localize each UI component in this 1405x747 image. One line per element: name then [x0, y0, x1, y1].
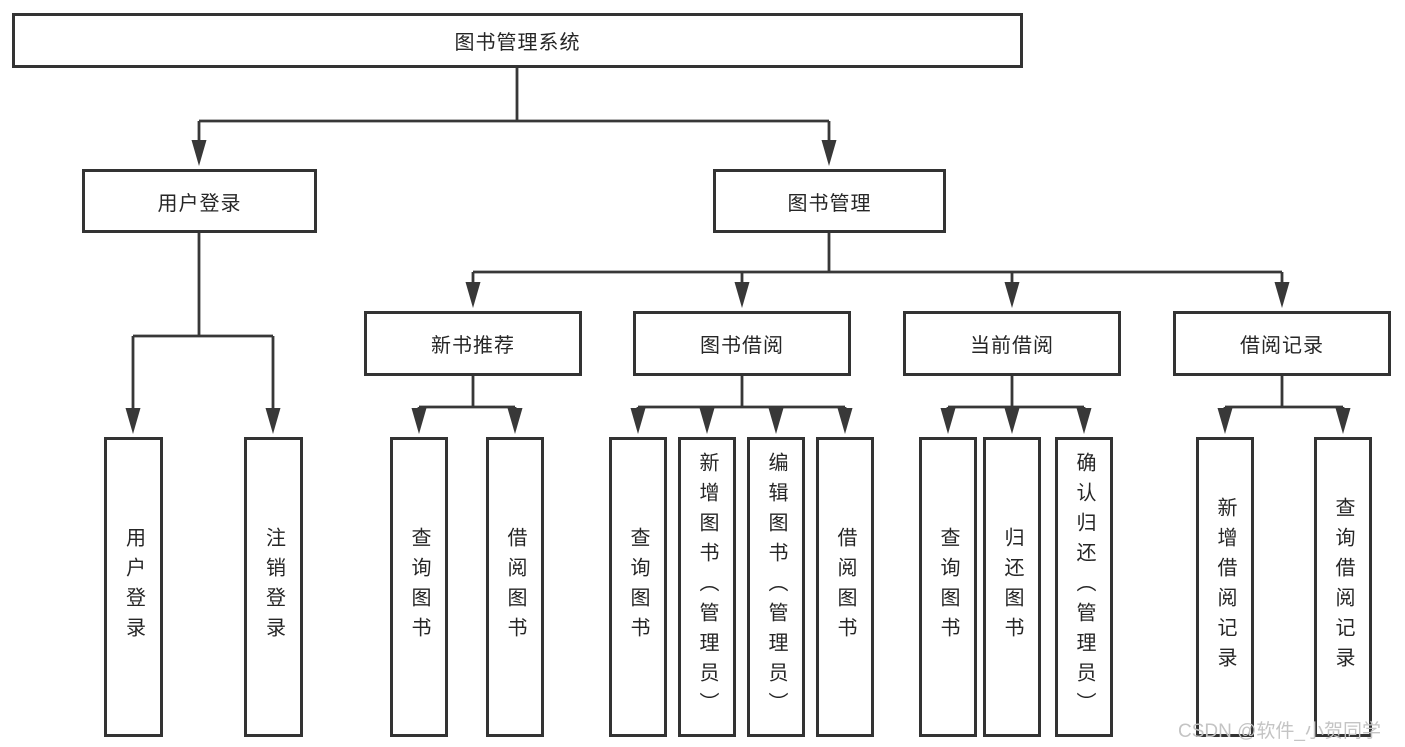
- node-borrow-records: 借阅记录: [1173, 311, 1391, 376]
- node-label: 借阅图书: [504, 527, 526, 647]
- leaf-add-book-admin: 新增图书（管理员）: [678, 437, 736, 737]
- node-label: 查询图书: [408, 527, 430, 647]
- csdn-watermark: CSDN @软件_小贺同学: [1178, 721, 1381, 742]
- leaf-return-book: 归还图书: [983, 437, 1041, 737]
- leaf-confirm-return-admin: 确认归还（管理员）: [1055, 437, 1113, 737]
- node-label: 图书管理系统: [454, 32, 581, 54]
- node-label: 归还图书: [1001, 527, 1023, 647]
- leaf-borrow-books-2: 借阅图书: [816, 437, 874, 737]
- leaf-user-login: 用户登录: [104, 437, 163, 737]
- node-root-system: 图书管理系统: [12, 13, 1023, 68]
- node-label: 图书管理: [787, 192, 872, 215]
- node-label: 新增借阅记录: [1214, 497, 1236, 677]
- arrowheads: [125, 140, 1351, 434]
- node-label: 查询图书: [937, 527, 959, 647]
- leaf-query-books-1: 查询图书: [390, 437, 448, 737]
- node-current-borrow: 当前借阅: [903, 311, 1121, 376]
- node-label: 新增图书（管理员）: [696, 452, 718, 722]
- node-label: 编辑图书（管理员）: [765, 452, 787, 722]
- node-label: 查询图书: [627, 527, 649, 647]
- leaf-logout: 注销登录: [244, 437, 303, 737]
- node-label: 用户登录: [157, 192, 242, 215]
- node-book-borrow: 图书借阅: [633, 311, 851, 376]
- node-user-login: 用户登录: [82, 169, 317, 233]
- leaf-query-books-2: 查询图书: [609, 437, 667, 737]
- node-label: 查询借阅记录: [1332, 497, 1354, 677]
- node-label: 当前借阅: [970, 335, 1054, 357]
- node-label: 借阅图书: [834, 527, 856, 647]
- node-label: 确认归还（管理员）: [1073, 452, 1095, 722]
- leaf-add-borrow-record: 新增借阅记录: [1196, 437, 1254, 737]
- node-book-management: 图书管理: [713, 169, 946, 233]
- node-label: 新书推荐: [431, 335, 515, 357]
- node-label: 注销登录: [262, 527, 285, 647]
- leaf-query-books-3: 查询图书: [919, 437, 977, 737]
- node-label: 图书借阅: [700, 335, 784, 357]
- leaf-borrow-books-1: 借阅图书: [486, 437, 544, 737]
- leaf-edit-book-admin: 编辑图书（管理员）: [747, 437, 805, 737]
- node-label: 用户登录: [122, 527, 145, 647]
- leaf-query-borrow-record: 查询借阅记录: [1314, 437, 1372, 737]
- node-new-book-recommend: 新书推荐: [364, 311, 582, 376]
- node-label: 借阅记录: [1240, 335, 1324, 357]
